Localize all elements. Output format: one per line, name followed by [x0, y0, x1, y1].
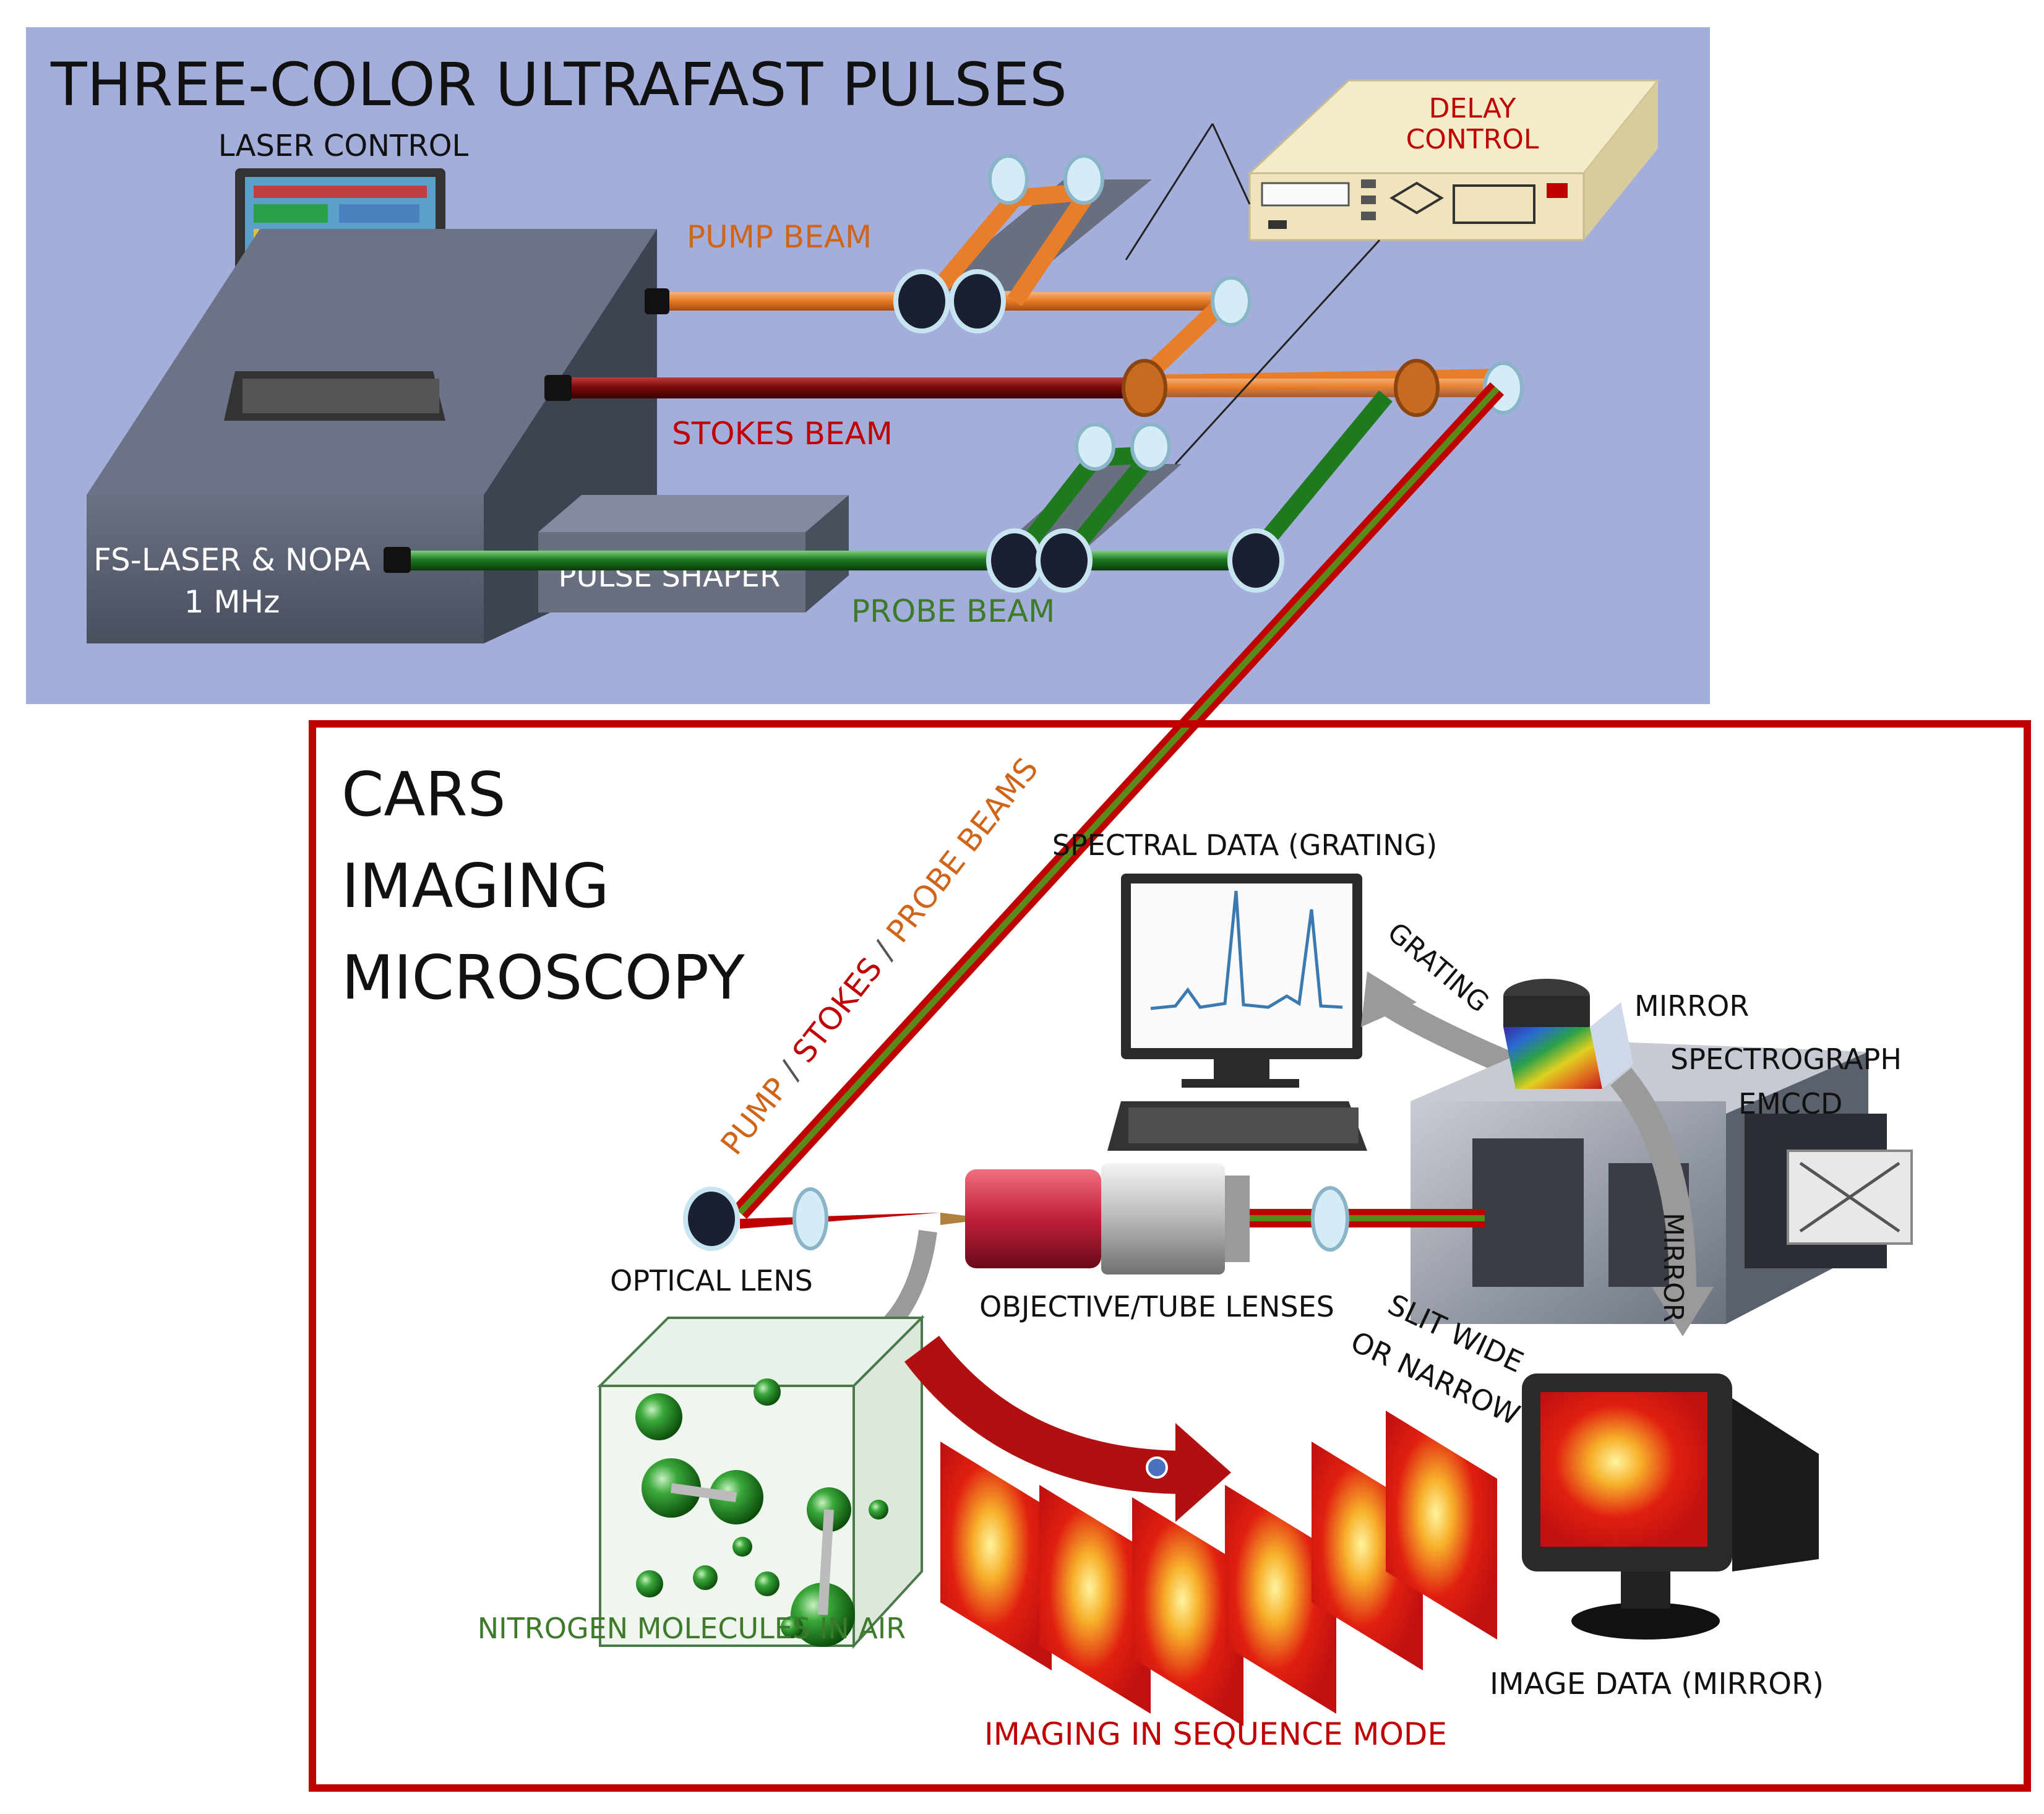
probe-beam-label: PROBE BEAM [851, 593, 1055, 629]
delay-control-label-line1: DELAY [1429, 93, 1516, 124]
pulse-shaper-box [538, 495, 849, 613]
mirror-side-label: MIRROR [1657, 1213, 1689, 1322]
mirror-arrowhead [1652, 1287, 1714, 1336]
steering-mirror-icon [683, 1187, 740, 1251]
bottom-title-line3: MICROSCOPY [341, 943, 745, 1013]
beams-label: PUMP / STOKES / PROBE BEAMS [714, 751, 1046, 1161]
bottom-title-line2: IMAGING [341, 851, 609, 922]
spectral-monitor-icon [1121, 874, 1362, 1088]
stokes-beam-label: STOKES BEAM [672, 416, 893, 452]
delay-control-label-line2: CONTROL [1406, 124, 1539, 155]
prism-icon [1503, 979, 1633, 1089]
grating-arrowhead [1361, 971, 1417, 1027]
beams-label-pump: PUMP [714, 1071, 796, 1161]
molecule-icon [597, 1315, 925, 1649]
svg-text:PUMP / STOKES / PROBE BEAMS: PUMP / STOKES / PROBE BEAMS [714, 751, 1046, 1161]
spectrograph-label-line1: SPECTROGRAPH [1670, 1042, 1902, 1076]
bottom-title-line1: CARS [341, 760, 506, 830]
probe-beam-port [384, 547, 411, 573]
spectrograph-icon [1411, 1039, 1913, 1324]
keyboard-icon [224, 371, 445, 421]
sequence-arrowhead [1175, 1423, 1231, 1522]
crt-monitor-icon [1522, 1373, 1819, 1640]
pump-beam-label: PUMP BEAM [687, 219, 872, 255]
sequence-marker-icon [1146, 1456, 1168, 1479]
imaging-sequence-label: IMAGING IN SEQUENCE MODE [984, 1716, 1447, 1752]
image-data-label: IMAGE DATA (MIRROR) [1490, 1667, 1824, 1701]
keyboard-icon [1107, 1101, 1367, 1151]
bottom-panel-border [309, 720, 2031, 1792]
tube-lens-icon [1311, 1186, 1349, 1252]
mirror-top-label: MIRROR [1634, 989, 1749, 1023]
mirror-arrow [1610, 1067, 1696, 1287]
optical-lens-label: OPTICAL LENS [610, 1264, 813, 1297]
grating-arrow [1378, 992, 1514, 1076]
objective-lens-icon [965, 1163, 1250, 1275]
delay-stage-pump [928, 179, 1152, 291]
optical-lens-icon [792, 1187, 828, 1250]
mirror-icon [893, 154, 1524, 593]
pump-beam-port [645, 288, 669, 314]
beams-label-stokes: STOKES [786, 951, 889, 1070]
sequence-arrow [904, 1335, 1188, 1494]
image-sequence [940, 1411, 1497, 1726]
combined-beam [732, 382, 1505, 1219]
laser-control-label: LASER CONTROL [218, 129, 469, 163]
laser-label-line2: 1 MHz [184, 584, 280, 620]
laser-label-line1: FS-LASER & NOPA [93, 542, 371, 578]
nitrogen-label: NITROGEN MOLECULES IN AIR [478, 1612, 906, 1645]
top-panel-title: THREE-COLOR ULTRAFAST PULSES [50, 50, 1067, 119]
stokes-beam-port [544, 375, 572, 401]
objective-lenses-label: OBJECTIVE/TUBE LENSES [979, 1290, 1334, 1323]
spectrograph-label-line2: EMCCD [1738, 1087, 1842, 1120]
spectral-data-label: SPECTRAL DATA (GRATING) [1052, 828, 1437, 862]
delay-controller-icon [1125, 79, 1660, 465]
laser-housing [87, 229, 657, 643]
stokes-beam [557, 377, 1503, 398]
